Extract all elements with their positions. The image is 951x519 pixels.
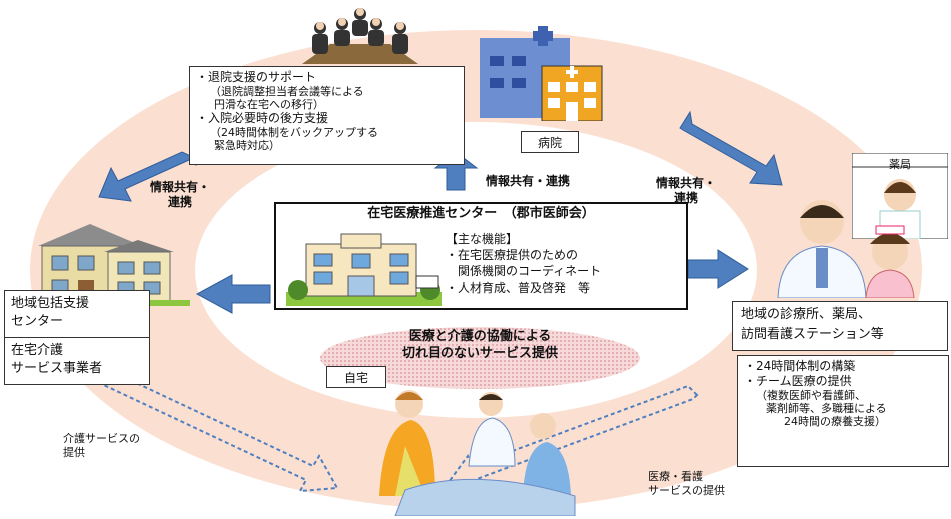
- team-care-line-3: （複数医師や看護師、: [756, 389, 866, 402]
- arrow-hospital-clinic: [679, 110, 783, 186]
- arrow-center-left: [195, 274, 271, 314]
- support-line-1: ・退院支援のサポート: [196, 70, 317, 84]
- hospital-building-icon: [480, 26, 603, 121]
- team-care-box: ・24時間体制の構築 ・チーム医療の提供 （複数医師や看護師、 薬剤師等、多職種…: [737, 355, 949, 467]
- team-care-line-2: ・チーム医療の提供: [744, 374, 852, 388]
- team-care-line-5: 24時間の療養支援）: [784, 415, 886, 428]
- doctor-nurse-illustration: [777, 200, 915, 298]
- community-support-box: 地域包括支援 センター: [4, 290, 150, 338]
- team-care-line-4: 薬剤師等、多職種による: [766, 402, 887, 415]
- arrow-center-right: [687, 249, 749, 289]
- community-support-label: 地域包括支援 センター: [11, 296, 90, 329]
- home-label-box: 自宅: [326, 366, 386, 388]
- care-provider-box: 在宅介護 サービス事業者: [4, 337, 150, 385]
- cooperation-label: 医療と介護の協働による 切れ目のないサービス提供: [401, 329, 558, 361]
- support-line-6: 緊急時対応）: [214, 139, 280, 152]
- center-box: 在宅医療推進センター （郡市医師会） 【主な機能】 ・在宅医療提供のための 関係…: [274, 202, 688, 310]
- info-share-left-label: 情報共有・ 連携: [150, 180, 211, 209]
- pharmacy-sign: 薬局: [852, 153, 948, 172]
- info-share-right-label: 情報共有・ 連携: [656, 176, 717, 205]
- clinics-label: 地域の診療所、薬局、 訪問看護ステーション等: [741, 307, 884, 342]
- hospital-label: 病院: [537, 136, 562, 150]
- home-care-illustration: [379, 390, 576, 516]
- clinics-box: 地域の診療所、薬局、 訪問看護ステーション等: [732, 301, 948, 351]
- hospital-label-box: 病院: [521, 131, 579, 153]
- pharmacist-illustration: [852, 153, 948, 239]
- function-2: ・人材育成、普及啓発 等: [446, 281, 591, 295]
- functions-heading: 【主な機能】: [446, 232, 519, 246]
- meeting-illustration: [302, 8, 418, 64]
- function-1-cont: 関係機関のコーディネート: [458, 264, 602, 278]
- support-line-4: ・入院必要時の後方支援: [196, 111, 329, 125]
- team-care-line-1: ・24時間体制の構築: [744, 359, 856, 373]
- hospital-support-box: ・退院支援のサポート （退院調整担当者会議等による 円滑な在宅への移行） ・入院…: [189, 66, 465, 165]
- info-share-top-label: 情報共有・連携: [486, 174, 571, 188]
- cooperation-ellipse: [320, 327, 640, 389]
- care-provider-label: 在宅介護 サービス事業者: [11, 343, 103, 376]
- support-line-5: （24時間体制をバックアップする: [210, 126, 378, 139]
- function-1: ・在宅医療提供のための: [446, 248, 579, 262]
- support-line-3: 円滑な在宅への移行）: [214, 98, 324, 111]
- center-title: 在宅医療推進センター （郡市医師会）: [367, 206, 595, 221]
- pharmacy-sign-text: 薬局: [889, 158, 911, 171]
- home-label: 自宅: [343, 371, 368, 385]
- arrow-community-home: [88, 363, 339, 493]
- support-line-2: （退院調整担当者会議等による: [210, 85, 364, 98]
- care-service-label: 介護サービスの 提供: [63, 432, 140, 459]
- medical-service-label: 医療・看護 サービスの提供: [648, 470, 725, 497]
- medical-center-building-icon: [286, 233, 442, 306]
